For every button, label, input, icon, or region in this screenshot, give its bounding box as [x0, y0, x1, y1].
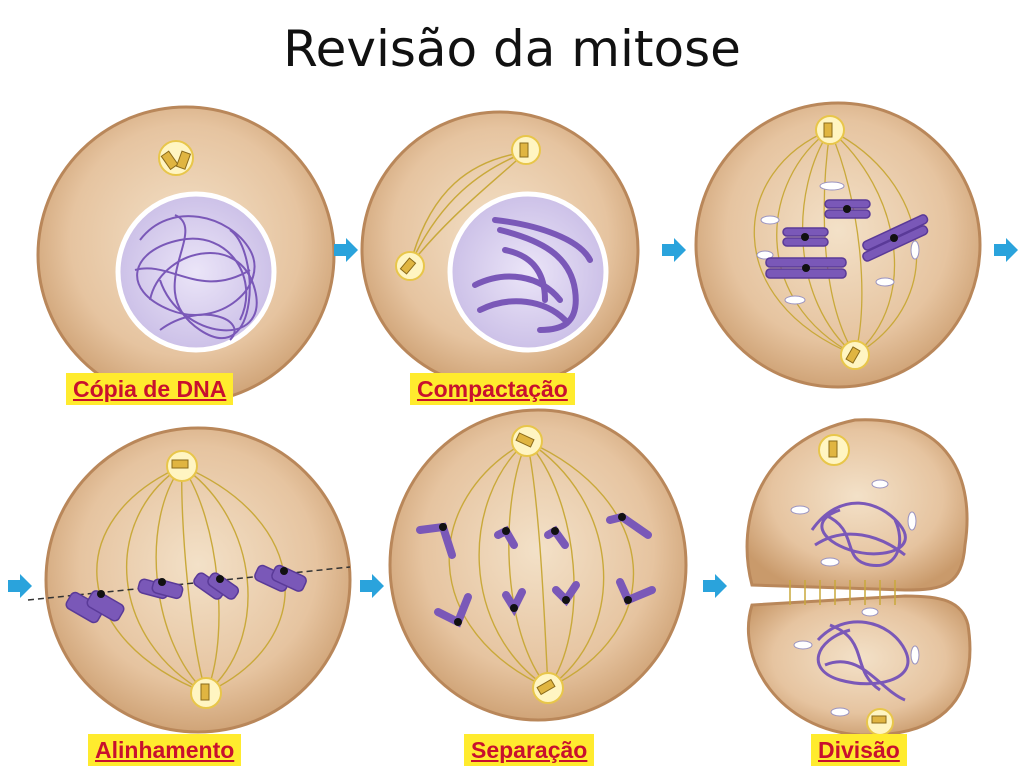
stage-label-separation: Separação — [464, 734, 595, 766]
arrow-icon — [8, 574, 32, 598]
arrow-icon — [334, 238, 358, 262]
stage-label-alignment: Alinhamento — [88, 734, 242, 766]
cell-telophase — [745, 418, 972, 737]
stage-label-division: Divisão — [811, 734, 907, 766]
daughter-cell-top — [745, 418, 969, 592]
centrosome-icon — [818, 434, 850, 466]
cell-interphase — [36, 105, 336, 405]
centrosome-icon — [511, 425, 543, 457]
centrosome-icon — [511, 135, 541, 165]
cell-membrane — [694, 101, 982, 389]
arrow-icon — [994, 238, 1018, 262]
centromeres — [439, 513, 632, 626]
centromeres — [801, 205, 898, 272]
spindle-fibers — [409, 151, 527, 266]
nucleus — [447, 191, 609, 353]
condensed-chromosomes — [472, 217, 593, 333]
metaphase-plate — [27, 566, 351, 601]
reforming-nuclear-envelope — [790, 479, 920, 717]
arrow-icon — [662, 238, 686, 262]
centromeres — [97, 567, 288, 598]
arrow-icon — [360, 574, 384, 598]
centrosome-icon — [815, 115, 845, 145]
cell-prometaphase — [694, 101, 982, 389]
centrosome-icon — [866, 708, 894, 736]
cell-membrane — [388, 408, 688, 722]
cell-metaphase — [27, 426, 352, 734]
slide-title: Revisão da mitose — [283, 20, 741, 78]
cell-anaphase — [388, 408, 688, 722]
centrosome-icon — [532, 672, 564, 704]
stage-label-compaction: Compactação — [410, 373, 575, 405]
centrosome-icon — [840, 340, 870, 370]
chromatin — [134, 214, 258, 341]
centrosome-icon — [166, 450, 198, 482]
centrosome-icon — [158, 140, 194, 176]
midbody-fibers — [789, 580, 896, 605]
chromosomes — [765, 199, 929, 279]
cell-prophase — [360, 110, 640, 390]
centrosome-icon — [190, 677, 222, 709]
centrosome-icon — [395, 251, 425, 281]
decondensing-chromosomes — [810, 501, 910, 702]
arrow-icon — [703, 574, 727, 598]
nuclear-envelope-fragments — [756, 181, 920, 305]
stage-label-dna-copy: Cópia de DNA — [66, 373, 234, 405]
spindle-fibers — [448, 440, 635, 689]
